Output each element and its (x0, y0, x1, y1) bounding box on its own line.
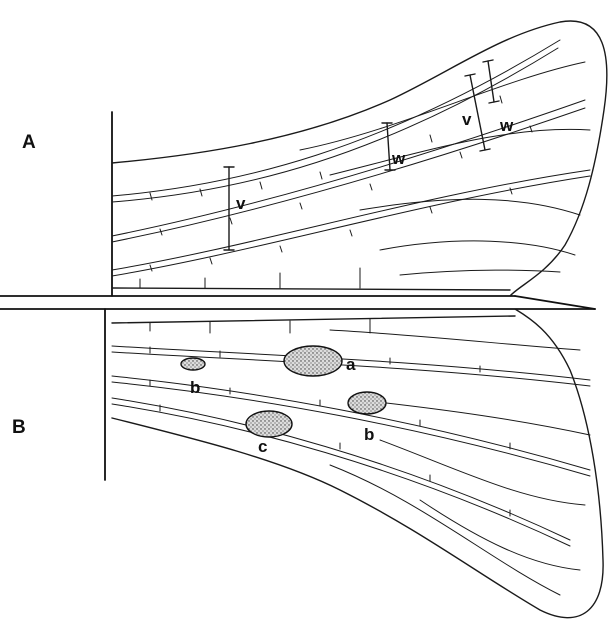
panel-label-b: B (12, 417, 26, 438)
measure-bar-w-right (483, 60, 499, 103)
stippled-body-b-left (181, 358, 205, 370)
panel-label-a: A (22, 132, 36, 153)
label-w-left: w (391, 149, 406, 168)
label-w-right: w (499, 116, 514, 135)
stippled-body-c (246, 411, 292, 437)
label-v-left: v (236, 194, 246, 213)
separator-lines (0, 296, 595, 309)
label-b-right: b (364, 425, 374, 444)
stippled-body-a (284, 346, 342, 376)
label-c: c (258, 437, 267, 456)
label-b-left: b (190, 378, 200, 397)
stippled-body-b-right (348, 392, 386, 414)
label-a: a (346, 355, 356, 374)
label-v-right: v (462, 110, 472, 129)
panel-a-fan: v w v w (112, 21, 607, 296)
panel-b-fan: a b b c (105, 309, 603, 618)
